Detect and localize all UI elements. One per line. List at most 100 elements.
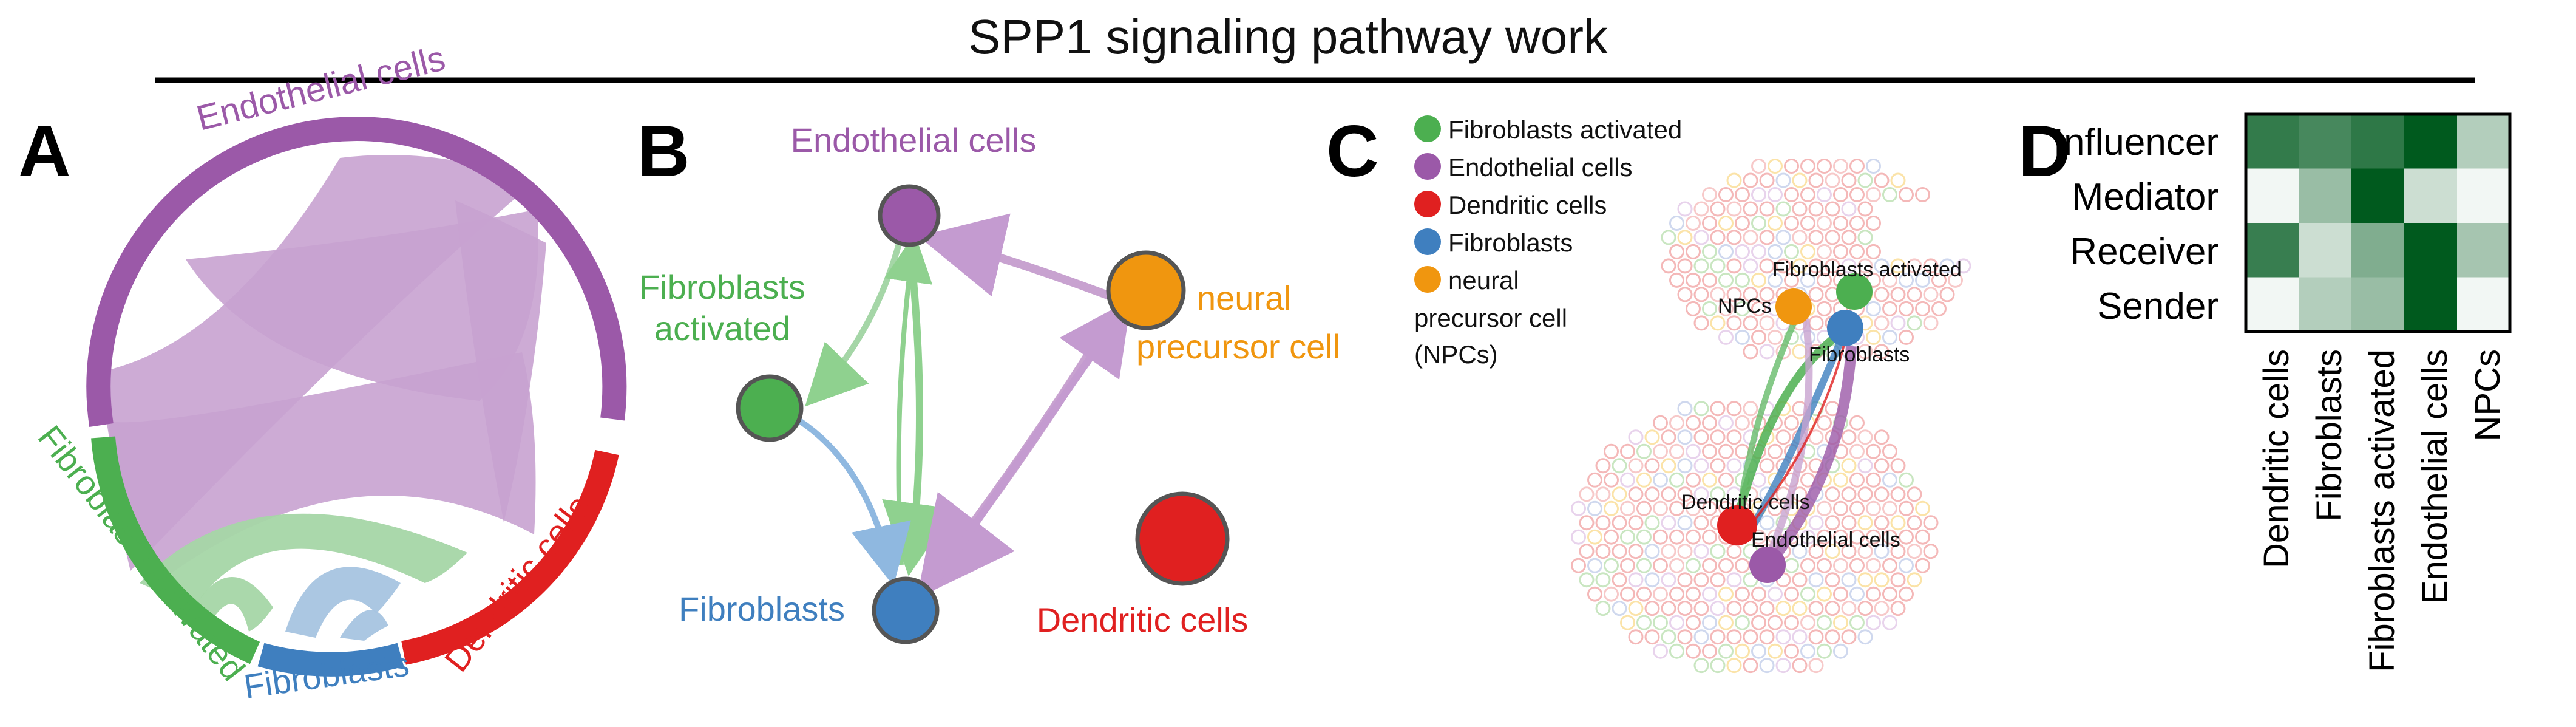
tissue-spot	[1907, 287, 1922, 302]
tissue-spot	[1702, 500, 1717, 516]
tissue-spot	[1743, 287, 1758, 302]
tissue-spot	[1718, 187, 1734, 202]
tissue-spot	[1849, 472, 1865, 488]
tissue-spot	[1686, 244, 1701, 259]
tissue-spot	[1833, 615, 1848, 630]
tissue-spot	[1825, 601, 1840, 616]
tissue-spot	[1653, 558, 1668, 573]
tissue-spot	[1636, 615, 1652, 630]
tissue-spot	[1849, 443, 1865, 459]
tissue-spot	[1775, 629, 1791, 645]
tissue-spot	[1849, 558, 1865, 573]
tissue-spot	[1702, 472, 1717, 488]
heatmap-cell	[2246, 277, 2299, 332]
tissue-spot	[1956, 258, 1971, 274]
tissue-spot	[1808, 572, 1824, 588]
tissue-spot	[1693, 201, 1709, 217]
tissue-spot	[1784, 615, 1799, 630]
tissue-spot	[1948, 272, 1963, 288]
tissue-spot	[1866, 187, 1881, 202]
tissue-spot	[1686, 301, 1701, 316]
tissue-spot	[1866, 529, 1881, 545]
tissue-spot	[1792, 201, 1808, 217]
tissue-spot	[1768, 643, 1783, 659]
arc-fibroblasts-activated	[91, 436, 260, 664]
tissue-spot	[1857, 344, 1873, 360]
tissue-spot	[1833, 159, 1848, 174]
heatmap-cell	[2351, 168, 2405, 224]
heatmap-cell	[2246, 168, 2299, 224]
edge-b-fibact-fibroblasts	[882, 248, 955, 576]
tissue-spot	[1882, 301, 1897, 316]
tissue-spot	[1628, 486, 1644, 502]
tissue-spot	[1825, 572, 1840, 588]
legend-label-endothelial: Endothelial cells	[1448, 153, 1633, 182]
tissue-spot	[1866, 472, 1881, 488]
heatmap-row-sender: Sender	[2097, 285, 2218, 327]
tissue-spot	[1710, 629, 1726, 645]
tissue-spot	[1612, 486, 1627, 502]
tissue-spot	[1702, 586, 1717, 602]
tissue-spot	[1735, 272, 1750, 288]
tissue-spot	[1644, 544, 1660, 559]
tissue-spot	[1817, 159, 1832, 174]
tissue-spot	[1693, 258, 1709, 274]
tissue-spot	[1939, 258, 1955, 274]
tissue-spot	[1808, 601, 1824, 616]
tissue-spot	[1931, 301, 1947, 316]
tissue-spot	[1710, 486, 1726, 502]
tissue-spot	[1923, 258, 1939, 274]
tissue-spot	[1718, 558, 1734, 573]
tissue-spot	[1792, 230, 1808, 245]
tissue-spot	[1931, 272, 1947, 288]
tissue-spot	[1907, 258, 1922, 274]
legend-dot-fibact	[1414, 115, 1441, 142]
tissue-spot	[1890, 601, 1906, 616]
legend-dot-dendritic	[1414, 191, 1441, 217]
tissue-spot	[1866, 216, 1881, 231]
tissue-spot	[1857, 629, 1873, 645]
tissue-spot	[1604, 529, 1619, 545]
tissue-spot	[1653, 443, 1668, 459]
tissue-spot	[1620, 615, 1635, 630]
tissue-spot	[1899, 301, 1914, 316]
tissue-spot	[1718, 615, 1734, 630]
label-b-npc-2: precursor cell	[1136, 327, 1340, 366]
tissue-spot	[1628, 544, 1644, 559]
heatmap-cell	[2457, 223, 2510, 278]
tissue-spot	[1784, 159, 1799, 174]
tissue-spot	[1768, 500, 1783, 516]
legend-label-npc-2: precursor cell	[1414, 304, 1567, 332]
node-b-fibroblasts-activated	[736, 374, 804, 442]
tissue-spot	[1710, 429, 1726, 445]
tissue-spot	[1636, 529, 1652, 545]
tissue-spot	[1849, 615, 1865, 630]
node-c-fibact	[1836, 273, 1873, 310]
tissue-spot	[1693, 287, 1709, 302]
node-b-endothelial	[878, 184, 941, 247]
tissue-spot	[1759, 201, 1775, 217]
tissue-spot	[1735, 301, 1750, 316]
heatmap-cell	[2404, 114, 2458, 169]
tissue-spot	[1907, 486, 1922, 502]
tissue-spot	[1686, 615, 1701, 630]
tissue-spot	[1817, 272, 1832, 288]
tissue-spot	[1817, 415, 1832, 431]
tissue-spot	[1792, 629, 1808, 645]
legend-label-fibroblasts: Fibroblasts	[1448, 228, 1573, 257]
tissue-spot	[1915, 272, 1930, 288]
tissue-spot	[1800, 643, 1815, 659]
tissue-spot	[1817, 615, 1832, 630]
heatmap-cell	[2246, 223, 2299, 278]
panel-b-letter: B	[637, 111, 690, 192]
tissue-spot	[1768, 586, 1783, 602]
tissue-spot	[1817, 301, 1832, 316]
chord-endothelial-fibact	[106, 352, 536, 583]
tissue-spot	[1915, 529, 1930, 545]
tissue-spot	[1751, 329, 1766, 345]
tissue-spot	[1890, 458, 1906, 474]
tissue-spot	[1890, 287, 1906, 302]
node-b-dendritic	[1135, 491, 1230, 586]
tissue-spot	[1899, 472, 1914, 488]
tissue-spot	[1644, 515, 1660, 531]
